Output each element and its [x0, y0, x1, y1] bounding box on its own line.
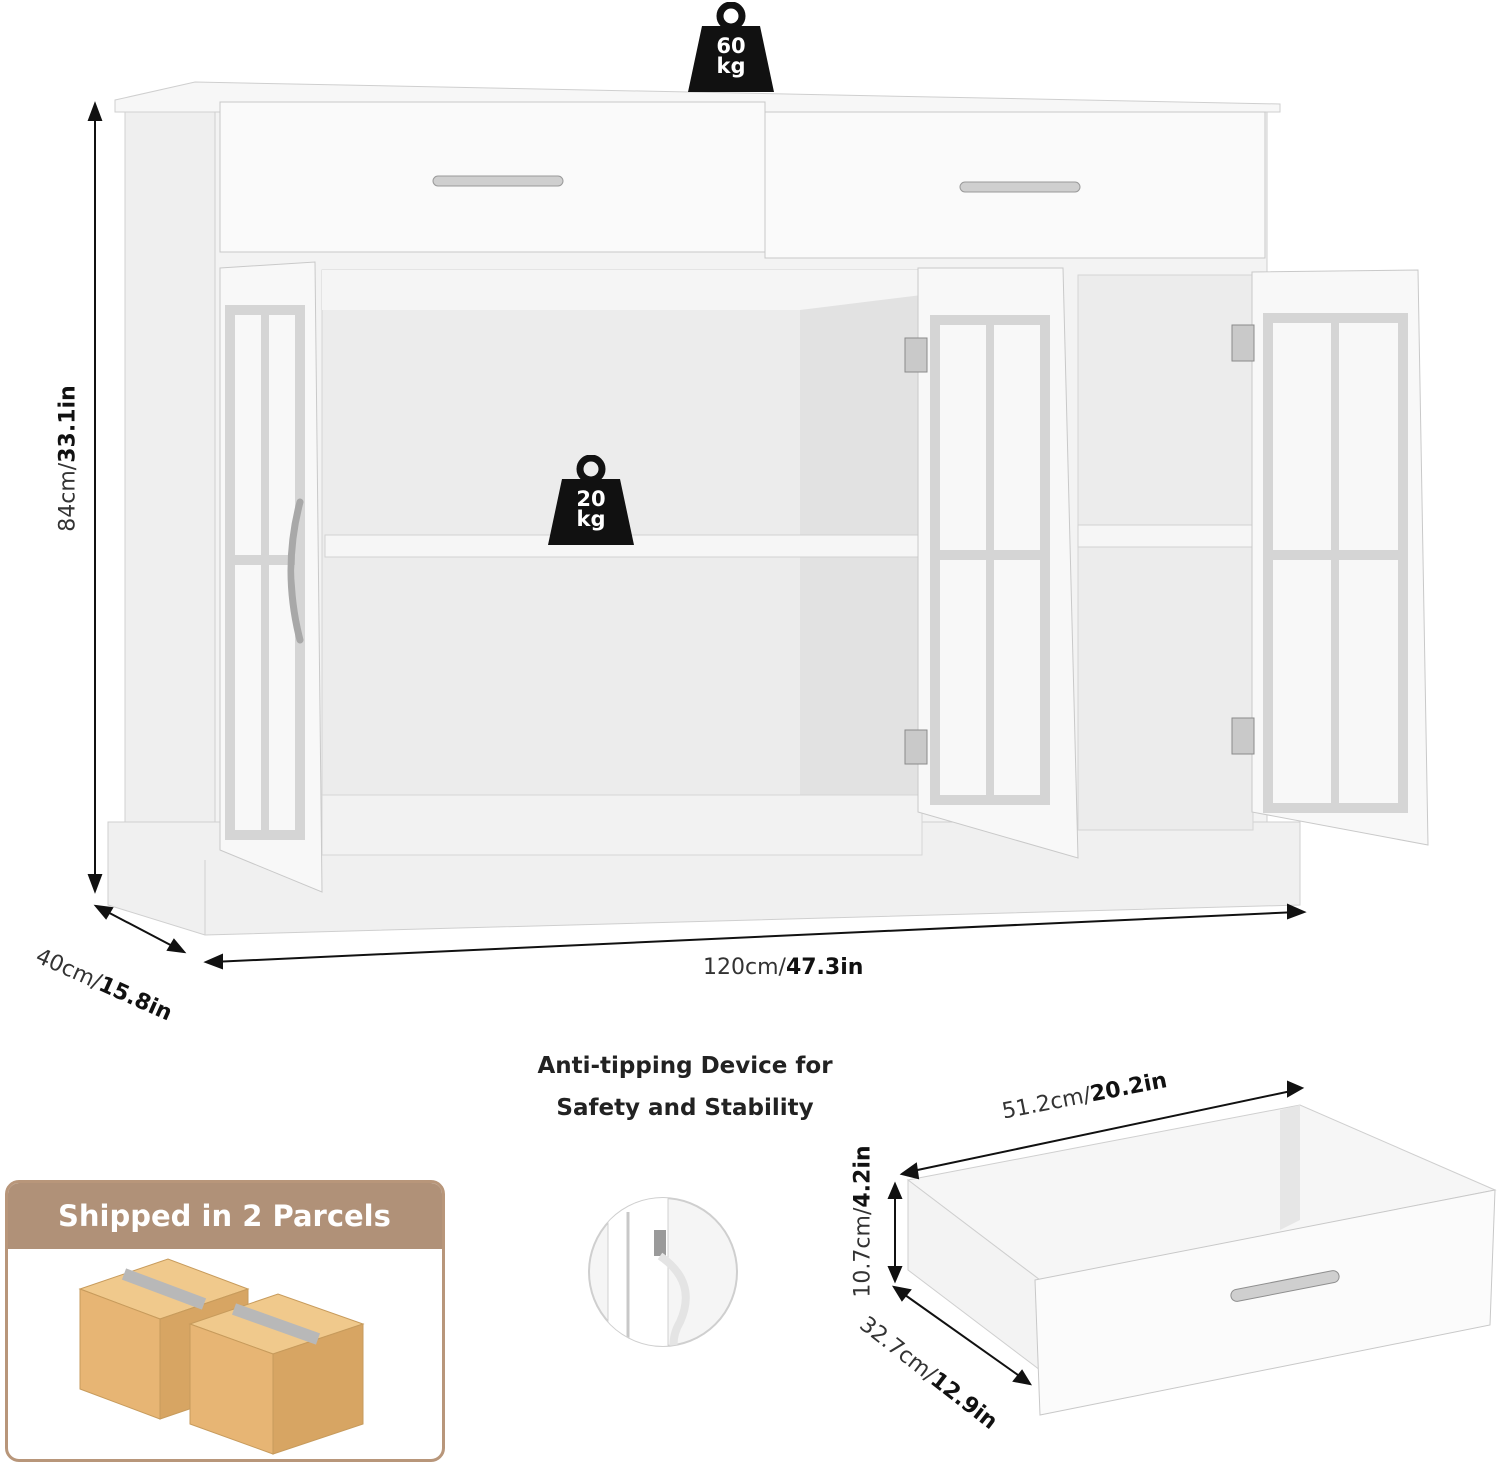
depth-dimension-line [93, 904, 187, 954]
weight-icon [548, 455, 634, 545]
anti-tipping-device-icon [588, 1197, 738, 1347]
height-dimension-line [87, 101, 103, 894]
parcel-title: Shipped in 2 Parcels [8, 1183, 442, 1249]
width-dimension-line [203, 903, 1307, 970]
drawer-handle-right [959, 181, 1081, 193]
drawer-width-line [899, 1080, 1305, 1180]
top-weight-unit: kg [716, 54, 746, 78]
shipping-parcels-panel: Shipped in 2 Parcels [5, 1180, 445, 1462]
drawer-depth-line [891, 1285, 1033, 1386]
top-weight-badge: 60 kg [686, 2, 776, 94]
cabinet-illustration [87, 81, 1429, 970]
shelf-weight-unit: kg [576, 507, 606, 531]
weight-icon [688, 2, 774, 92]
drawer-illustration [887, 1080, 1497, 1416]
shelf-weight-badge: 20 kg [546, 455, 636, 547]
anti-tipping-caption: Anti-tipping Device for Safety and Stabi… [537, 1053, 833, 1121]
top-weight-value: 60 [716, 34, 746, 58]
drawer-height-label: 10.7cm/4.2in [850, 1145, 876, 1298]
drawer-height-line [887, 1181, 903, 1284]
shelf-weight-value: 20 [576, 487, 606, 511]
height-label: 84cm/33.1in [55, 385, 81, 532]
drawer-handle [1230, 1270, 1340, 1302]
cardboard-boxes-icon [78, 1258, 365, 1455]
width-label: 120cm/47.3in [703, 955, 864, 980]
drawer-handle-left [432, 175, 564, 187]
